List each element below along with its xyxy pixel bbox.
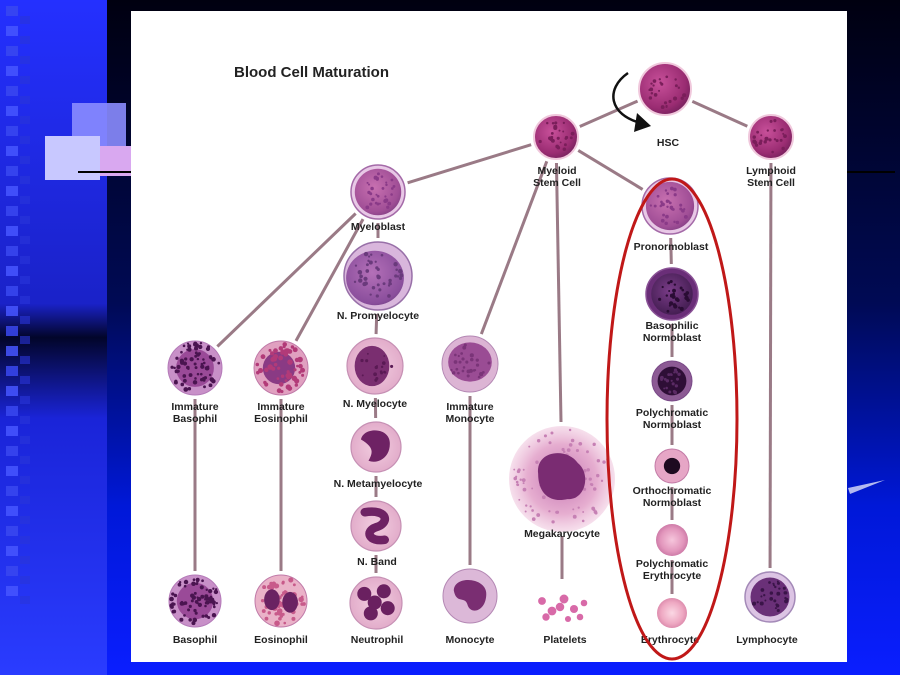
edge-myeloid-imm_monocyte: [479, 160, 549, 335]
edge-lymphoid-lymphocyte: [768, 162, 773, 569]
cell-erythrocyte: [657, 598, 687, 628]
edge-myeloblast-imm_basophil: [216, 212, 357, 348]
erythroid-lineage-highlight: [605, 177, 739, 661]
label-neutrophil: Neutrophil: [351, 634, 404, 646]
cell-myeloid: [533, 114, 579, 160]
edges: [193, 99, 773, 594]
edge-myeloid-myeloblast: [407, 143, 532, 185]
cells: [167, 62, 796, 630]
edge-hsc-myeloid: [579, 99, 639, 128]
cell-basophil: [168, 574, 222, 628]
edge-myeloid-pronormoblast: [577, 149, 644, 191]
cell-imm-basophil: [167, 340, 223, 396]
label-monocyte: Monocyte: [445, 634, 494, 646]
deco-square: [45, 136, 100, 180]
edge-myeloid-megakaryocyte: [554, 162, 563, 423]
cell-imm-eosinophil: [253, 340, 309, 396]
cell-promyelocyte: [343, 241, 413, 311]
label-platelets: Platelets: [543, 634, 586, 646]
label-myelocyte: N. Myelocyte: [343, 398, 407, 410]
cell-myeloblast: [350, 164, 406, 220]
cell-band: [350, 500, 402, 552]
cell-poly-normoblast: [651, 360, 693, 402]
cell-lymphoid: [748, 114, 794, 160]
label-hsc: HSC: [657, 137, 680, 149]
cell-neutrophil: [349, 576, 403, 630]
edge-hsc-lymphoid: [691, 100, 748, 128]
cell-hsc: [638, 62, 692, 116]
label-erythrocyte: Erythrocyte: [641, 634, 700, 646]
label-basophil: Basophil: [173, 634, 217, 646]
cell-imm-monocyte: [441, 335, 499, 393]
edge-myeloblast-imm_eosinophil: [294, 218, 365, 342]
label-lymphocyte: Lymphocyte: [736, 634, 798, 646]
cell-myelocyte: [346, 337, 404, 395]
label-metamyelocyte: N. Metamyelocyte: [334, 478, 423, 490]
cell-metamyelocyte: [350, 421, 402, 473]
label-promyelocyte: N. Promyelocyte: [337, 310, 419, 322]
deco-streak: [848, 480, 885, 494]
label-pronormoblast: Pronormoblast: [634, 241, 709, 253]
self-renewal-arrow: [612, 71, 651, 132]
label-megakaryocyte: Megakaryocyte: [524, 528, 600, 540]
label-myeloblast: Myeloblast: [351, 221, 406, 233]
edge-pronormoblast-baso_normoblast: [669, 237, 673, 265]
checker-pattern: [6, 6, 30, 604]
cell-eosinophil: [254, 574, 308, 628]
diagram-title: Blood Cell Maturation: [234, 64, 389, 81]
edge-promyelocyte-myelocyte: [374, 313, 379, 335]
label-band: N. Band: [357, 556, 397, 568]
cell-megakaryocyte: [509, 426, 615, 532]
cell-ortho-normoblast: [654, 448, 690, 484]
cell-platelets: [538, 594, 588, 623]
label-eosinophil: Eosinophil: [254, 634, 308, 646]
cell-lymphocyte: [744, 571, 796, 623]
cell-baso-normoblast: [645, 267, 699, 321]
cell-monocyte: [442, 568, 498, 624]
cell-poly-erythrocyte: [656, 524, 688, 556]
